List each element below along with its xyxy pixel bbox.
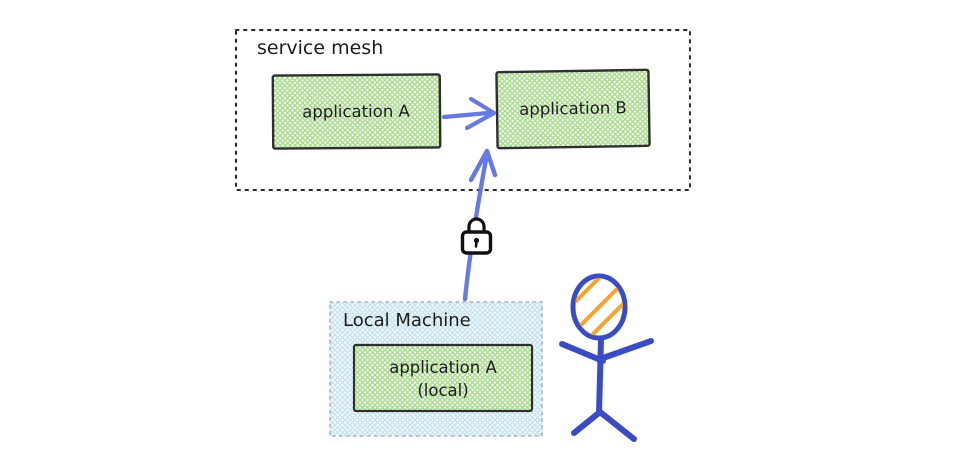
- app-a-local-box: [352, 343, 534, 413]
- person-left-leg: [571, 409, 603, 436]
- lock-keyhole-slot: [474, 239, 478, 248]
- app-a-node: application A: [271, 73, 442, 150]
- service-mesh-container: service mesh: [235, 29, 691, 191]
- person-right-leg: [597, 409, 637, 442]
- arrow-right-shaft: [441, 110, 491, 120]
- person-left-arm: [559, 341, 606, 364]
- arrow-up-icon: [468, 148, 498, 183]
- app-b-node: application B: [495, 68, 651, 150]
- local-machine-label: Local Machine: [343, 310, 471, 331]
- app-a-local-label-line2: (local): [417, 381, 468, 400]
- app-b-box: [495, 68, 651, 150]
- app-a-label: application A: [302, 102, 410, 122]
- lock-icon: [460, 217, 493, 255]
- service-mesh-label: service mesh: [257, 37, 383, 59]
- person-head-hatch: [575, 278, 623, 336]
- stick-figure-person-icon: [559, 273, 654, 442]
- arrow-a-to-b: [441, 96, 497, 131]
- app-a-local-node: application A (local): [352, 343, 534, 413]
- app-a-local-label-line1: application A: [389, 358, 497, 377]
- arrow-right-icon: [464, 96, 497, 131]
- person-body: [596, 336, 604, 416]
- app-a-box: [271, 73, 442, 150]
- app-b-label: application B: [519, 98, 627, 119]
- lock-shackle: [467, 217, 486, 236]
- person-right-arm: [600, 338, 654, 361]
- service-mesh-border: [235, 29, 691, 191]
